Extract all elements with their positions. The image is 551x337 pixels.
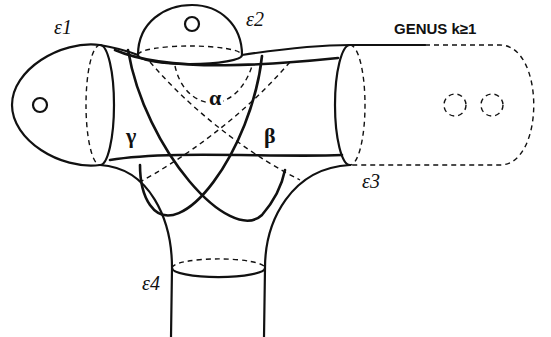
curve-label: ε3 — [360, 170, 382, 192]
hidden-boundary — [172, 259, 265, 268]
hidden-hole — [481, 94, 503, 116]
hidden-boundary — [138, 46, 242, 55]
curve — [128, 50, 285, 221]
surface-outline — [100, 165, 172, 337]
curve-label: γ — [124, 124, 138, 148]
genus-label: GENUS k≥1 — [392, 21, 478, 38]
curve — [115, 50, 338, 65]
surface-outline — [12, 44, 100, 165]
handle-hole — [33, 98, 47, 112]
curve-label: β — [262, 124, 278, 148]
surface-outline — [242, 45, 425, 55]
hidden-boundary — [350, 45, 365, 165]
curve-label: α — [207, 86, 223, 110]
boundary-curve — [335, 45, 350, 165]
curve-label: ε2 — [244, 8, 266, 30]
hidden-tube — [350, 45, 534, 165]
hidden-boundary — [86, 45, 100, 165]
curve — [110, 155, 342, 160]
boundary-curve — [172, 268, 265, 277]
hidden-hole — [444, 94, 466, 116]
curve-label: ε4 — [140, 272, 162, 294]
boundary-curve — [100, 45, 114, 165]
handle-hole — [185, 17, 199, 31]
surface-outline — [138, 5, 242, 55]
hidden-curve — [140, 62, 290, 182]
curve-label: ε1 — [52, 16, 74, 38]
curve — [140, 56, 262, 215]
